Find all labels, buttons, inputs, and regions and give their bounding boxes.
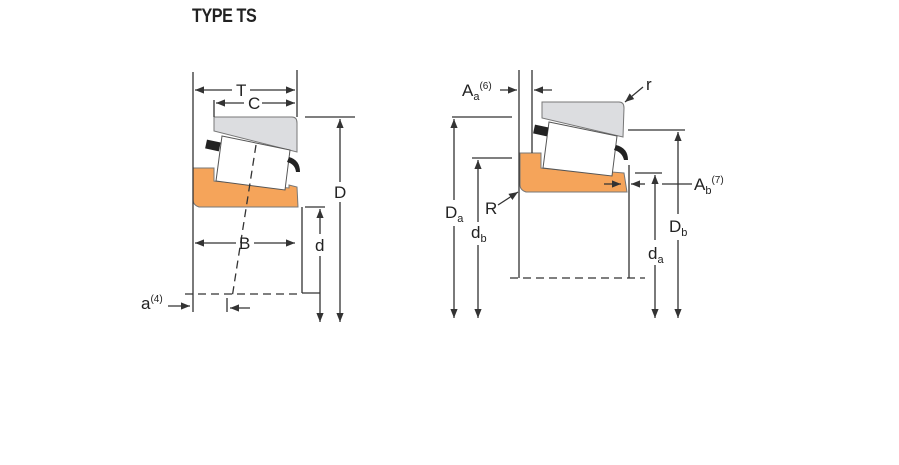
cup-outer-ring bbox=[213, 116, 298, 153]
dim-label-R: R bbox=[485, 199, 497, 218]
left-bearing-diagram: T C D d B a(4) bbox=[141, 70, 355, 322]
dim-label-db: db bbox=[471, 223, 487, 245]
dim-label-Ab: Ab(7) bbox=[694, 175, 724, 197]
dim-label-Da: Da bbox=[445, 203, 464, 225]
dim-label-D: D bbox=[334, 183, 346, 202]
diagram-title: TYPE TS bbox=[192, 6, 257, 27]
cage-left bbox=[205, 139, 221, 152]
dim-label-r: r bbox=[646, 75, 652, 94]
dim-label-Aa: Aa(6) bbox=[462, 81, 492, 103]
dim-label-T: T bbox=[236, 81, 246, 100]
dim-label-B: B bbox=[239, 234, 250, 253]
right-bearing-diagram: Aa(6) r R Da db Db da Ab(7) bbox=[445, 70, 724, 318]
dim-label-Db: Db bbox=[669, 217, 687, 239]
cage-left bbox=[533, 124, 549, 137]
cage-right bbox=[287, 157, 300, 172]
dim-label-a: a(4) bbox=[141, 294, 163, 313]
dim-label-da: da bbox=[648, 244, 664, 266]
dim-label-d: d bbox=[315, 236, 324, 255]
cup-outer-ring bbox=[541, 101, 625, 138]
roller bbox=[542, 121, 618, 177]
cage-right bbox=[614, 145, 628, 160]
dim-label-C: C bbox=[248, 94, 260, 113]
